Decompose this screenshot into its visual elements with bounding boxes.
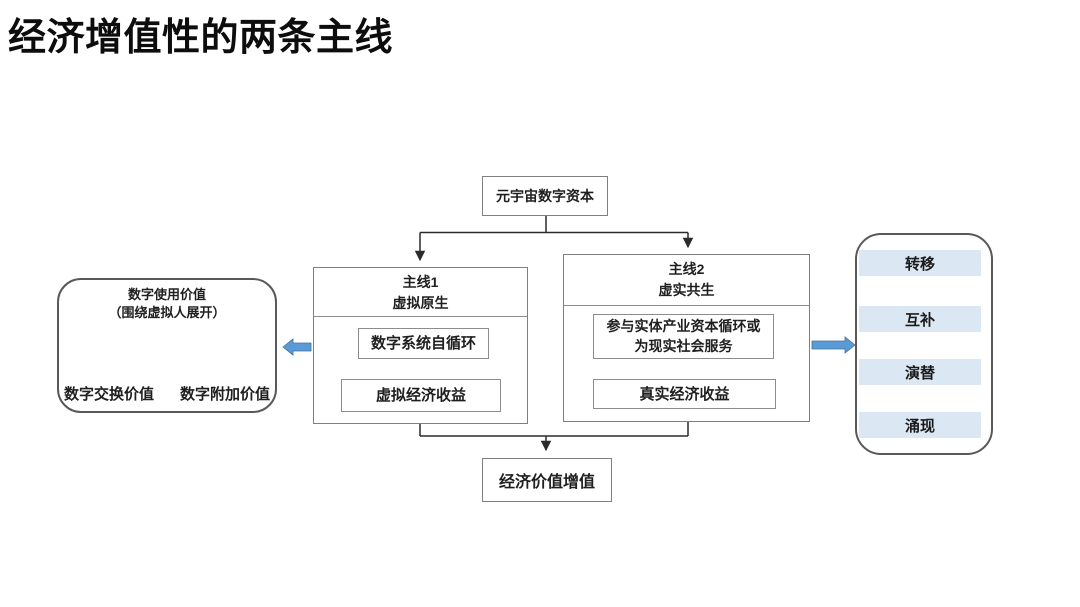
mainline2-step1-line2: 为现实社会服务 — [634, 337, 733, 354]
mainline1-step2-box: 虚拟经济收益 — [341, 379, 501, 412]
mainline1-header: 主线1 虚拟原生 — [314, 268, 527, 317]
relation-item-transfer: 转移 — [859, 250, 981, 276]
value-triangle-top-note: （围绕虚拟人展开） — [108, 304, 226, 320]
mainline2-header: 主线2 虚实共生 — [564, 255, 809, 306]
slide-title: 经济增值性的两条主线 — [8, 17, 394, 59]
mainline2-name: 主线2 — [668, 261, 705, 277]
result-box: 经济价值增值 — [482, 458, 612, 502]
mainline2-box: 主线2 虚实共生 参与实体产业资本循环或 为现实社会服务 真实经济收益 — [563, 254, 810, 422]
value-triangle-top-label: 数字使用价值 （围绕虚拟人展开） — [59, 286, 275, 321]
mainline2-step1-line1: 参与实体产业资本循环或 — [606, 317, 761, 334]
mainline2-subtitle: 虚实共生 — [658, 282, 715, 298]
root-box-label: 元宇宙数字资本 — [496, 188, 594, 204]
mainline1-step1-label: 数字系统自循环 — [370, 335, 476, 352]
relation-box: 转移 互补 演替 涌现 — [855, 233, 993, 455]
right-fat-arrow — [811, 336, 856, 354]
relation-item-complement: 互补 — [859, 306, 981, 332]
root-box: 元宇宙数字资本 — [482, 176, 608, 216]
relation-item-label: 转移 — [904, 255, 935, 273]
value-triangle-bottom-left-label: 数字交换价值 — [64, 386, 155, 403]
mainline2-step2-box: 真实经济收益 — [593, 379, 776, 409]
mainline2-step1-box: 参与实体产业资本循环或 为现实社会服务 — [593, 314, 774, 359]
relation-item-label: 演替 — [904, 364, 935, 382]
mainline1-step1-box: 数字系统自循环 — [358, 328, 489, 359]
relation-item-emergence: 涌现 — [859, 412, 981, 438]
relation-item-label: 涌现 — [904, 417, 935, 435]
mainline1-step2-label: 虚拟经济收益 — [375, 387, 466, 404]
value-triangle-box: 数字使用价值 （围绕虚拟人展开） 数字交换价值 数字附加价值 — [57, 278, 277, 413]
mainline1-subtitle: 虚拟原生 — [392, 295, 449, 311]
value-triangle-bottom-right-label: 数字附加价值 — [179, 386, 270, 403]
result-box-label: 经济价值增值 — [498, 474, 595, 491]
merge-connector — [419, 422, 689, 452]
mainline1-box: 主线1 虚拟原生 数字系统自循环 虚拟经济收益 — [313, 267, 528, 424]
relation-item-label: 互补 — [904, 311, 935, 329]
mainline2-step2-label: 真实经济收益 — [639, 385, 730, 403]
mainline1-name: 主线1 — [402, 274, 439, 290]
value-triangle-top-title: 数字使用价值 — [127, 287, 206, 302]
left-fat-arrow — [282, 338, 312, 356]
relation-item-succession: 演替 — [859, 359, 981, 385]
